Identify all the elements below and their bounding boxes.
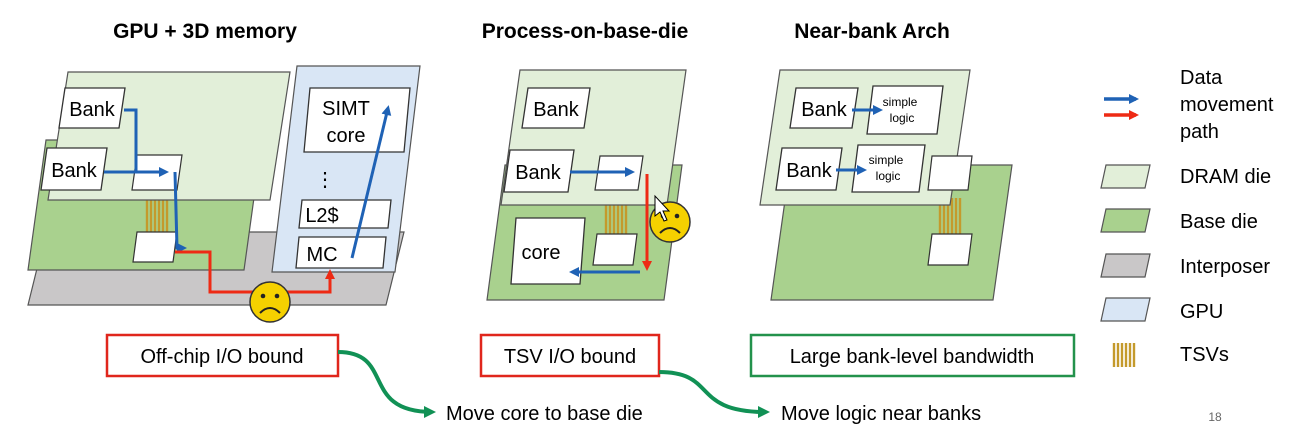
move-core-label: Move core to base die	[446, 403, 643, 425]
tsv-io-bound-box	[479, 333, 661, 378]
bank-label-1: Bank	[801, 99, 848, 121]
bank-label-1: Bank	[533, 99, 580, 121]
sad-face-icon	[249, 281, 291, 323]
simt-core-label-line2: core	[327, 125, 366, 147]
large-bank-bandwidth-label: Large bank-level bandwidth	[790, 346, 1035, 368]
legend-gpu-label: GPU	[1180, 301, 1223, 323]
memory-controller-label: MC	[306, 244, 337, 266]
bank-box-2	[503, 149, 575, 193]
l2-cache-box	[298, 199, 392, 229]
base-die-pad	[592, 233, 638, 266]
bank-box-2	[40, 147, 108, 191]
legend-base-label: Base die	[1180, 211, 1258, 233]
title-gpu-3d-memory: GPU + 3D memory	[113, 20, 297, 43]
off-chip-io-bound-label: Off-chip I/O bound	[140, 346, 303, 368]
panel-process-on-base-die: core Bank Bank	[486, 69, 691, 301]
page-number: 18	[1208, 410, 1222, 424]
legend-data-line1: Data	[1180, 67, 1223, 89]
base-die-pad	[927, 233, 973, 266]
legend-data-line2: movement	[1180, 94, 1274, 116]
panel-gpu-3d-memory: Bank Bank SIMT core ⋮ L2$ MC	[27, 65, 421, 323]
core-label: core	[522, 242, 561, 264]
bank-box-1	[58, 87, 126, 129]
bank-label-1: Bank	[69, 99, 116, 121]
simple-logic-label-1a: simple	[883, 95, 918, 109]
bottom-row: Off-chip I/O bound TSV I/O bound Large b…	[105, 333, 1076, 425]
simple-logic-label-2b: logic	[876, 169, 901, 183]
data-path-red-offchip	[175, 250, 335, 294]
bank-box-1	[789, 87, 859, 129]
dram-tsv-pad	[927, 155, 973, 191]
title-near-bank-arch: Near-bank Arch	[794, 20, 950, 43]
simt-core-box	[303, 87, 411, 153]
ellipsis-dots: ⋮	[315, 169, 335, 191]
simt-core-label-line1: SIMT	[322, 98, 370, 120]
base-die-pad	[132, 231, 178, 263]
green-arrow-1	[337, 350, 436, 418]
green-arrow-2	[658, 370, 770, 418]
panel-near-bank-arch: Bank simple logic Bank simple logic	[759, 69, 1013, 301]
simple-logic-box-2	[851, 144, 926, 193]
legend-tsv-label: TSVs	[1180, 344, 1229, 366]
core-box	[510, 217, 586, 285]
large-bank-bandwidth-box	[749, 333, 1076, 378]
bank-label-2: Bank	[51, 160, 98, 182]
title-process-on-base-die: Process-on-base-die	[482, 20, 689, 43]
legend-data-line3: path	[1180, 121, 1219, 143]
data-path-blue-down	[173, 171, 187, 253]
legend: Data movement path DRAM die Base die Int…	[1100, 67, 1274, 367]
legend-interposer-swatch	[1100, 253, 1151, 278]
legend-dram-label: DRAM die	[1180, 166, 1271, 188]
mouse-cursor-icon	[654, 194, 671, 222]
simple-logic-label-2a: simple	[869, 153, 904, 167]
legend-interposer-label: Interposer	[1180, 256, 1270, 278]
move-logic-label: Move logic near banks	[781, 403, 981, 425]
off-chip-io-bound-box	[105, 333, 340, 378]
simple-logic-label-1b: logic	[890, 111, 915, 125]
legend-tsv-swatch	[1112, 343, 1136, 367]
bank-box-2	[775, 147, 843, 191]
tsv-io-bound-label: TSV I/O bound	[504, 346, 636, 368]
data-path-blue-to-simt	[350, 105, 392, 259]
bank-label-2: Bank	[515, 162, 562, 184]
legend-dram-swatch	[1100, 164, 1151, 189]
legend-base-swatch	[1100, 208, 1151, 233]
l2-cache-label: L2$	[305, 205, 338, 227]
bank-box-1	[521, 87, 591, 129]
legend-gpu-swatch	[1100, 297, 1151, 322]
bank-label-2: Bank	[786, 160, 833, 182]
simple-logic-box-1	[866, 85, 944, 135]
